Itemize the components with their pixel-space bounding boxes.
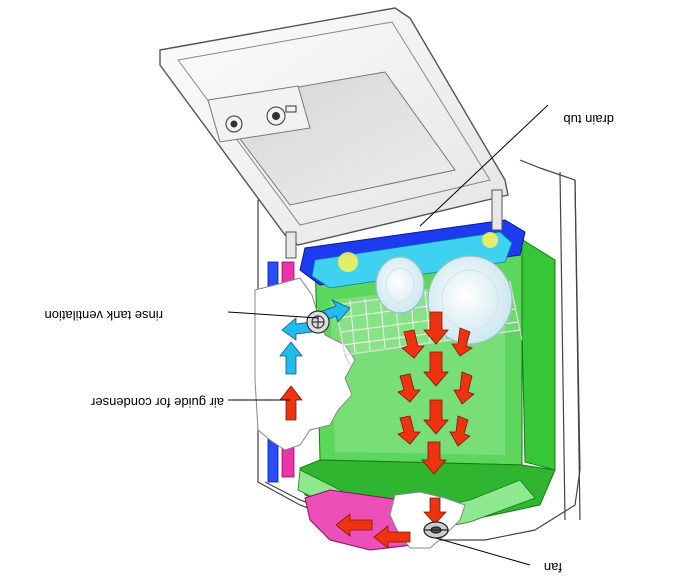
arrow-red [421, 441, 447, 475]
control-knobs [225, 105, 297, 133]
arrow-red [401, 329, 425, 359]
leader-drain-tub [419, 104, 549, 227]
lid [159, 7, 509, 259]
cutaway-left-mask [254, 277, 356, 451]
arrow-red [373, 525, 411, 549]
leader-fan [435, 537, 531, 566]
arrow-red [397, 373, 421, 403]
arrow-red [397, 415, 421, 445]
arrow-red [449, 415, 471, 447]
dishes [375, 255, 513, 345]
lid-inner-frame [177, 21, 491, 226]
leader-rinse-tank [227, 311, 319, 319]
control-panel [207, 85, 311, 143]
dish-small-inner [385, 267, 415, 303]
arrow-red [423, 311, 449, 345]
dish-large-inner [441, 269, 499, 331]
label-drain-tub: drain tub [563, 112, 614, 127]
airflow-arrows-red [279, 311, 475, 549]
arrow-cyan [279, 341, 303, 375]
label-air-guide-for-condenser: air guide for condenser [90, 395, 224, 410]
arrow-red [453, 371, 475, 405]
label-rinse-tank-ventilation: rinse tank ventilation [44, 308, 163, 323]
arrow-red [423, 399, 449, 435]
fan-icon [423, 521, 449, 539]
arrow-red [451, 327, 473, 357]
dish-small [375, 256, 425, 314]
arrow-red [423, 351, 449, 387]
label-fan: fan [544, 560, 562, 575]
leader-lines [227, 104, 549, 566]
rinse-tank-vent-icon [306, 310, 330, 334]
cutaway-torn-edge [254, 277, 466, 549]
dish-large [427, 255, 513, 345]
arrow-red [423, 497, 447, 525]
light-spot-left [338, 252, 358, 272]
lid-hinges [285, 189, 503, 259]
arrow-red [335, 513, 373, 537]
labels: drain tub rinse tank ventilation air gui… [44, 112, 614, 575]
light-spot-right [482, 232, 498, 248]
